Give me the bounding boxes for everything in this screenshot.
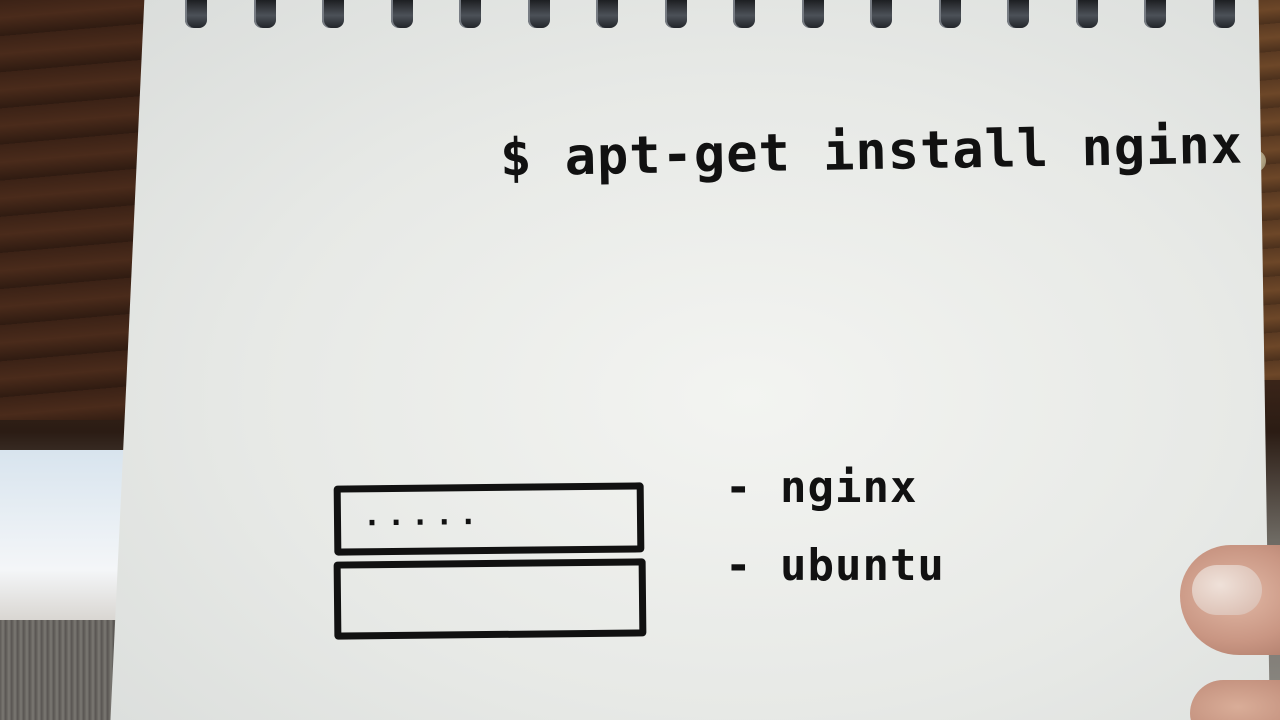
notebook-page — [110, 0, 1270, 720]
spiral-coil — [322, 0, 345, 28]
spiral-coil — [253, 0, 276, 28]
spiral-coil — [185, 0, 207, 28]
spiral-coil — [664, 0, 687, 28]
spiral-coil — [527, 0, 550, 28]
spiral-coil — [596, 0, 619, 28]
wood-background-left — [0, 0, 150, 420]
spiral-coil — [390, 0, 413, 28]
finger — [1190, 680, 1280, 720]
input-box-sketch-nginx: ..... — [333, 482, 645, 556]
thumb — [1180, 545, 1280, 655]
thumbnail-nail — [1192, 565, 1262, 615]
spiral-binding-icon — [185, 0, 1235, 32]
spiral-coil — [1075, 0, 1098, 28]
spiral-coil — [733, 0, 756, 28]
input-box-sketch-ubuntu — [333, 558, 647, 640]
spiral-coil — [459, 0, 482, 28]
spiral-coil — [1144, 0, 1167, 28]
spiral-coil — [938, 0, 961, 28]
box-label-nginx: - nginx — [725, 462, 918, 513]
box-label-ubuntu: - ubuntu — [725, 540, 945, 591]
spiral-coil — [801, 0, 824, 28]
input-dots: ..... — [362, 497, 484, 534]
spiral-coil — [1212, 0, 1235, 28]
spiral-coil — [870, 0, 893, 28]
spiral-coil — [1007, 0, 1030, 28]
